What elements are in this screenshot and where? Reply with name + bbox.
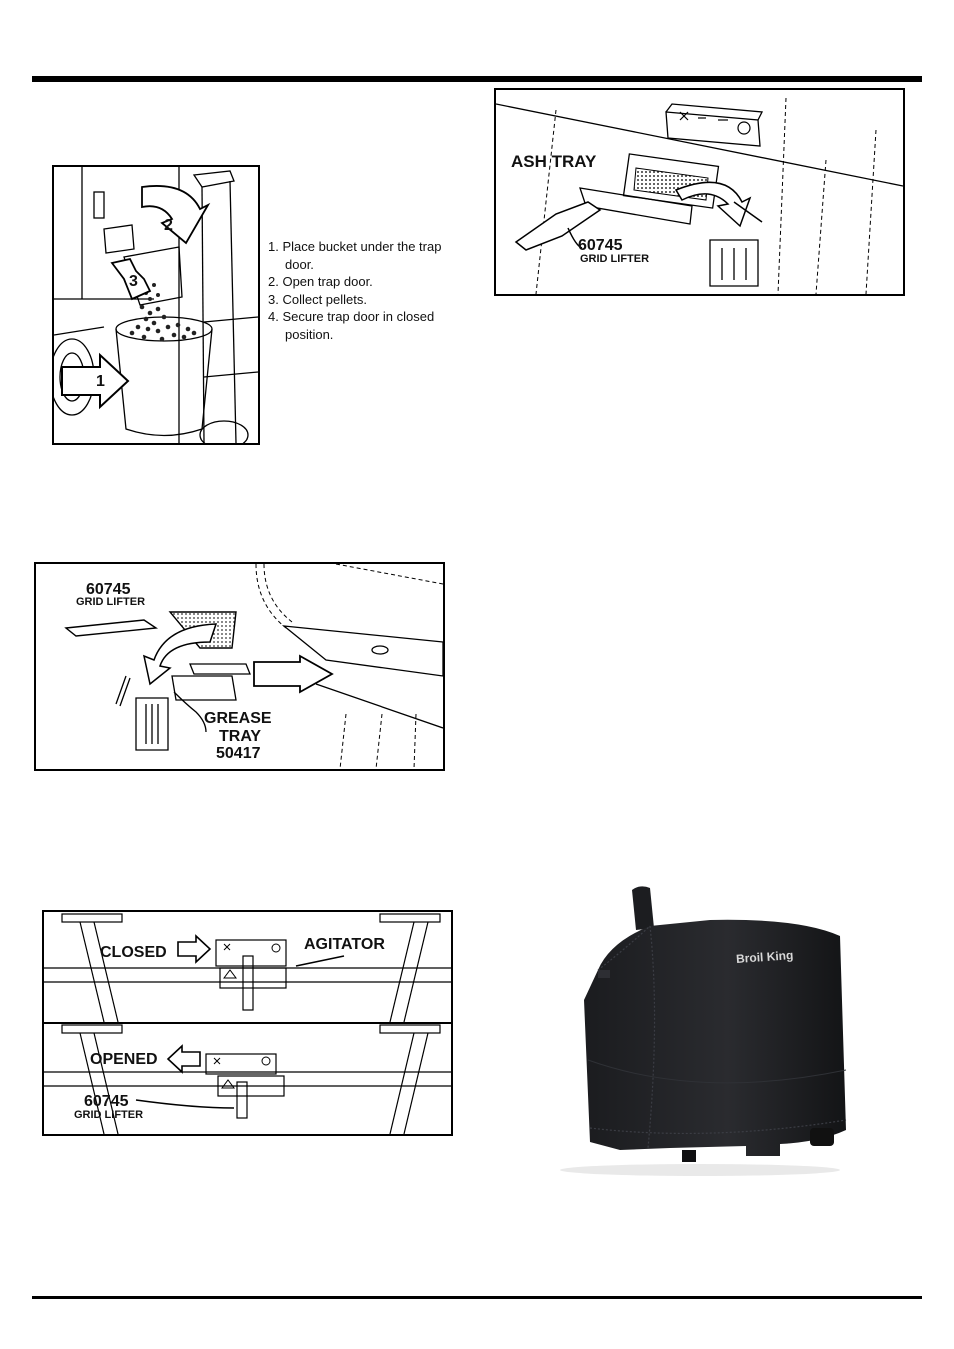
ash-tray-part-name: GRID LIFTER [580,253,650,265]
grease-tray-label-line2: TRAY [219,728,262,745]
step-item: 4. Secure trap door in closed position. [268,309,435,342]
grease-tray-figure: 60745 GRID LIFTER GREASE TRAY 50417 [34,562,445,771]
closed-label: CLOSED [100,944,167,961]
ash-tray-figure: ASH TRAY 60745 GRID LIFTER [494,88,905,296]
agitator-part-name: GRID LIFTER [74,1109,144,1121]
grease-tray-illustration [64,564,443,769]
trap-door-figure: 1 2 3 [52,165,260,445]
header-rule [32,76,922,82]
step-item: 3. Collect pellets. [268,291,367,307]
agitator-figure: CLOSED AGITATOR OPENED 60745 GRID LIFTER [42,910,453,1136]
agitator-part-number: 60745 [84,1093,129,1110]
footer-rule [32,1296,922,1299]
step-item: 2. Open trap door. [268,274,373,289]
ash-tray-title: ASH TRAY [511,152,597,171]
agitator-illustration [44,913,451,1134]
arrow-number-1: 1 [96,373,105,390]
arrow-number-2: 2 [164,217,173,234]
ash-tray-part-number: 60745 [578,237,623,254]
arrow-number-3: 3 [129,273,138,290]
ash-tray-illustration [496,97,903,294]
opened-label: OPENED [90,1051,158,1068]
agitator-label: AGITATOR [304,936,385,953]
grill-cover-illustration [560,886,847,1176]
trap-door-illustration [54,167,258,443]
grease-tray-part-name: GRID LIFTER [76,596,146,608]
grease-tray-part-number-50417: 50417 [216,745,261,762]
grease-tray-part-number: 60745 [86,581,131,598]
grease-tray-label-line1: GREASE [204,710,272,727]
step-item: 1. Place bucket under the trap door. [268,239,442,272]
trap-door-steps: 1. Place bucket under the trap door. 2. … [268,238,443,343]
grill-cover-photo: Broil King [550,880,850,1185]
